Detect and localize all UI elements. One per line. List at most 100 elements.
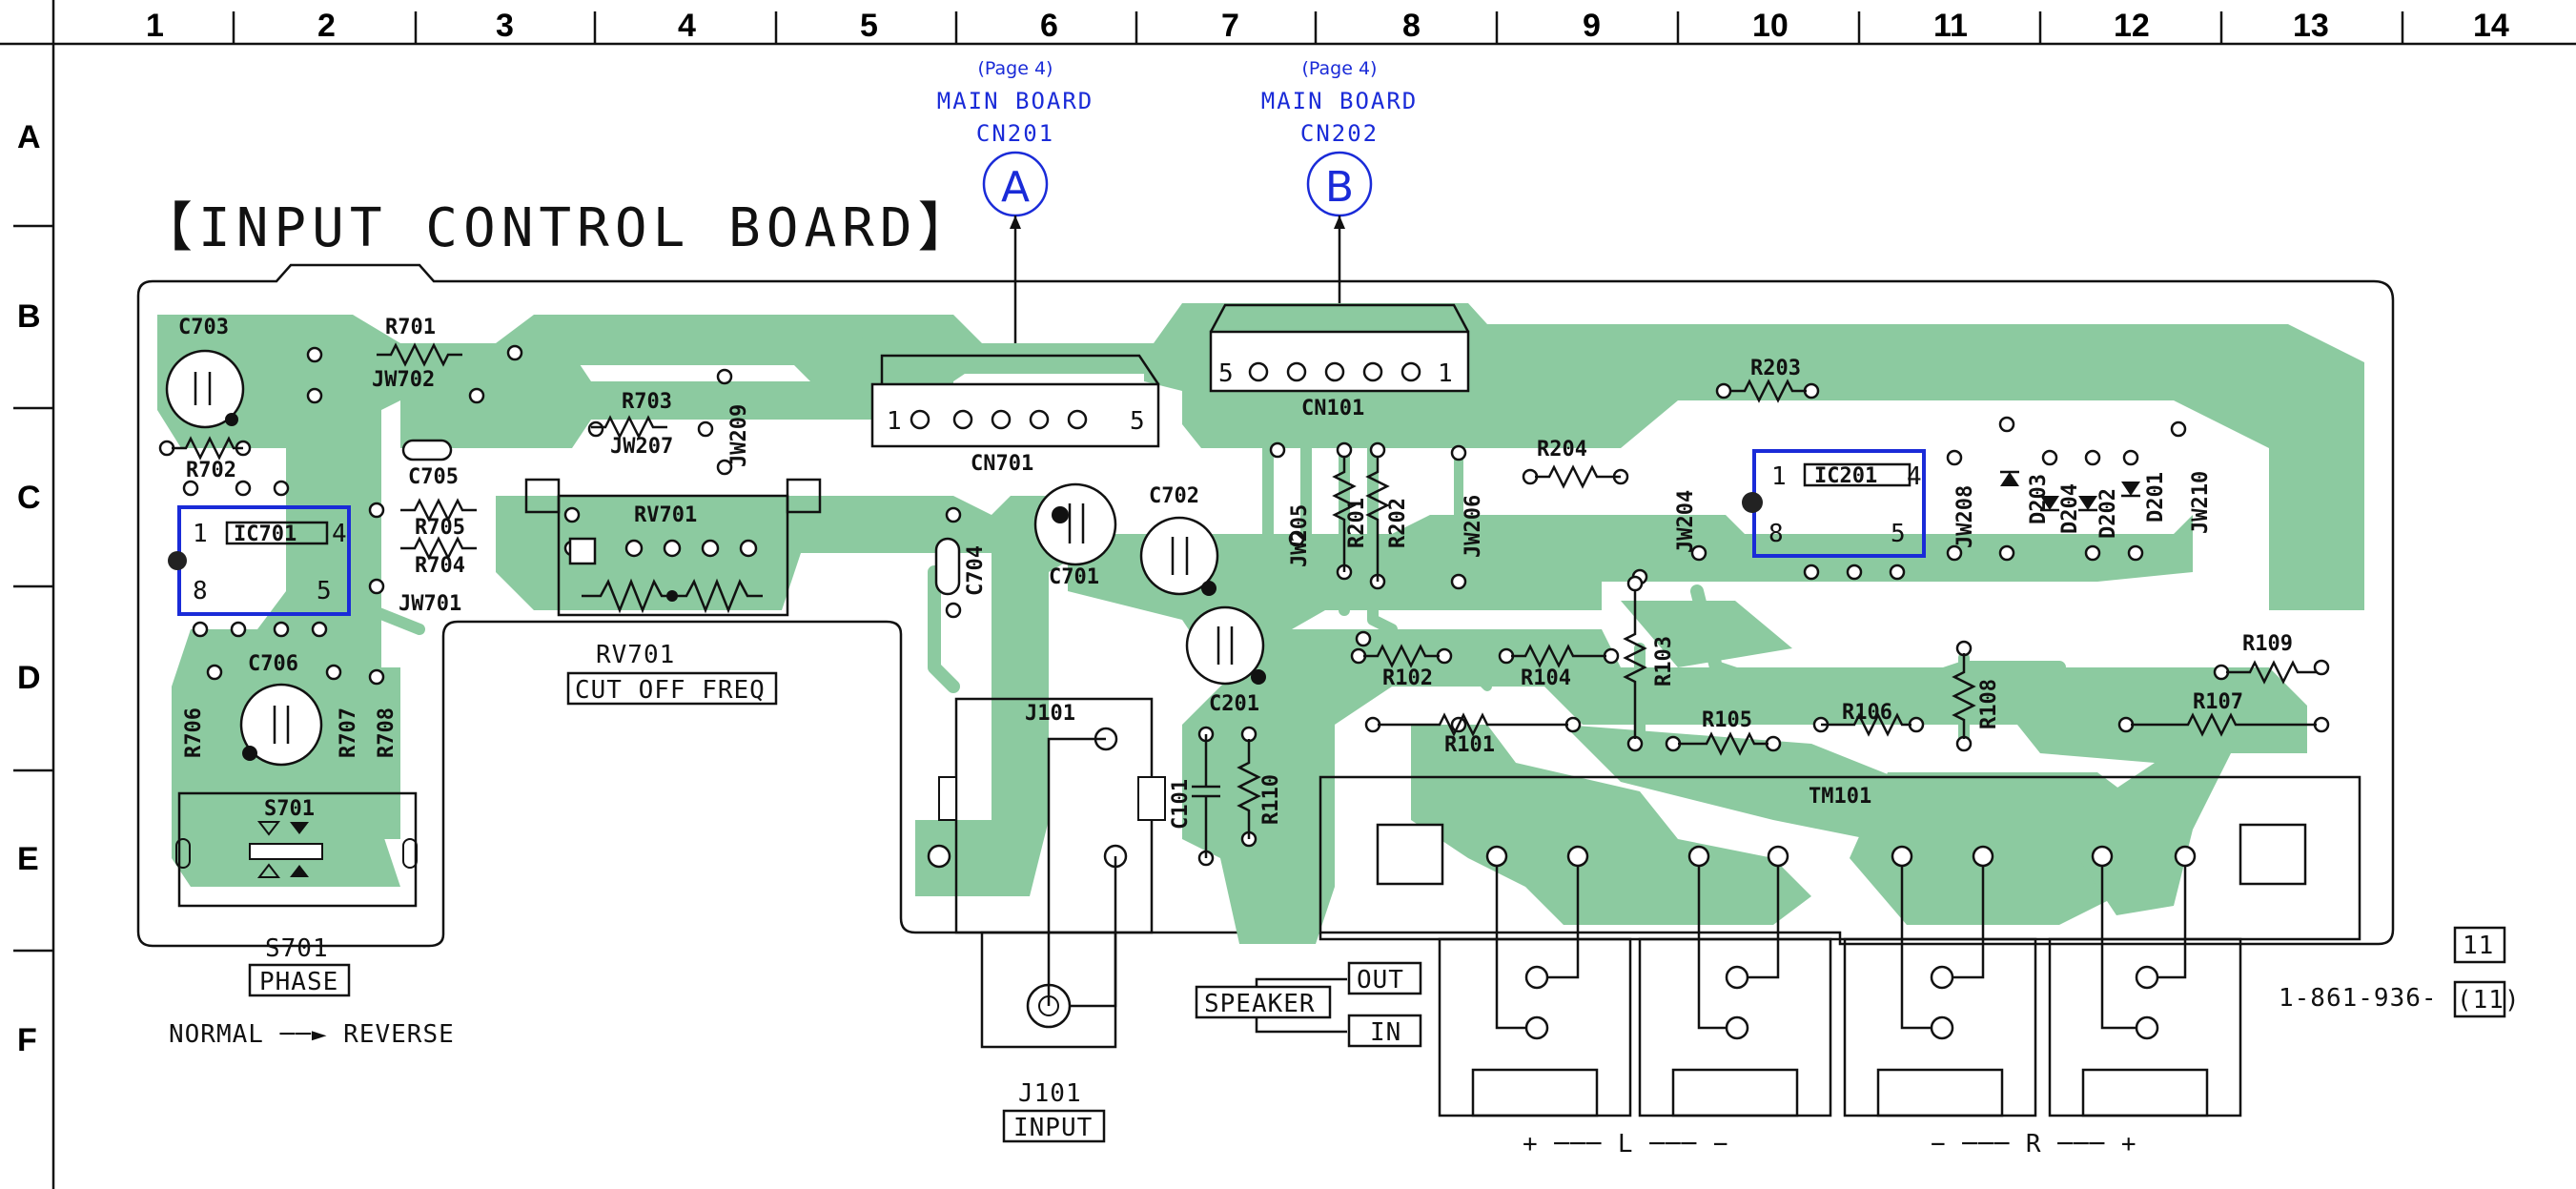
part-number: 1-861-936- [2279, 984, 2438, 1013]
polarity-left: + ─── L ─── − [1523, 1130, 1729, 1158]
connector-a-arrow [1010, 215, 1021, 229]
r108-label: R108 [1977, 679, 2001, 729]
speaker-legend: SPEAKER OUT IN [1195, 961, 1422, 1048]
cn701-pin-5: 5 [1130, 407, 1146, 436]
r704[interactable]: R704 [400, 536, 477, 578]
grid-col-13: 13 [2293, 8, 2329, 44]
r708-label: R708 [375, 707, 399, 758]
jw701-label: JW701 [399, 592, 461, 616]
s701[interactable]: S701 S701 PHASE NORMAL ──► REVERSE [169, 791, 455, 1049]
s701-modes: NORMAL ──► REVERSE [169, 1020, 455, 1049]
jw210-label: JW210 [2189, 471, 2213, 534]
c704[interactable]: C704 [934, 537, 988, 596]
r202[interactable]: R202 [1365, 458, 1410, 582]
grid-row-C: C [17, 480, 41, 516]
d202[interactable]: D202 [2078, 488, 2120, 539]
c702[interactable]: C702 [1139, 484, 1219, 596]
r105[interactable]: R105 [1678, 708, 1768, 756]
rv701-ref: RV701 [634, 503, 697, 527]
r105-label: R105 [1702, 708, 1752, 732]
r202-label: R202 [1386, 498, 1410, 548]
r701[interactable]: R701 [377, 316, 462, 367]
grid-col-10: 10 [1752, 8, 1789, 44]
tm101[interactable]: TM101 + ─── L ─── − − ─── R ─── + [1319, 775, 2361, 1158]
d201[interactable]: D201 [2121, 472, 2168, 523]
r110[interactable]: R110 [1237, 739, 1283, 839]
r705[interactable]: R705 [400, 498, 477, 540]
ic701-pin-5: 5 [317, 577, 333, 605]
cn101-pin-5: 5 [1218, 359, 1235, 388]
r107[interactable]: R107 [2131, 690, 2317, 737]
connector-b-arrow [1334, 215, 1345, 229]
r102[interactable]: R102 [1363, 644, 1440, 690]
r702[interactable]: R702 [172, 436, 243, 482]
ic201-pin-1: 1 [1771, 462, 1788, 491]
j101-function: INPUT [1013, 1114, 1093, 1142]
r109[interactable]: R109 [2226, 632, 2317, 685]
rv701-name: RV701 [596, 641, 675, 669]
ic701-pin1-marker [168, 551, 187, 570]
cn101-label: CN101 [1301, 397, 1364, 420]
c706-label: C706 [248, 652, 298, 676]
connector-a[interactable]: (Page 4) MAIN BOARD CN201 A [937, 58, 1094, 355]
ic201-pin-4: 4 [1907, 462, 1923, 491]
r103[interactable]: R103 [1623, 591, 1676, 739]
jw206-label: JW206 [1462, 495, 1485, 558]
r704-label: R704 [415, 554, 465, 578]
r201[interactable]: R201 [1332, 458, 1369, 572]
ic201-pin1-marker [1742, 492, 1763, 513]
c704-label: C704 [964, 545, 988, 596]
s701-function: PHASE [259, 968, 338, 996]
part-number-block: 1-861-936- 11 (11) [2279, 926, 2521, 1018]
connector-b[interactable]: (Page 4) MAIN BOARD CN202 B [1261, 58, 1419, 305]
grid-col-4: 4 [678, 8, 696, 44]
r707-label: R707 [337, 707, 360, 758]
copper-traces [157, 303, 2364, 944]
jw702-label: JW702 [372, 368, 435, 392]
c201-label: C201 [1209, 692, 1259, 716]
r108[interactable]: R108 [1952, 653, 2001, 739]
speaker-out-label: OUT [1357, 966, 1404, 994]
c705[interactable]: C705 [401, 439, 459, 489]
r203[interactable]: R203 [1730, 357, 1807, 403]
r104[interactable]: R104 [1511, 644, 1606, 690]
r103-label: R103 [1652, 636, 1676, 687]
connector-b-letter: B [1325, 163, 1354, 212]
c101-label: C101 [1169, 779, 1193, 830]
d204[interactable]: D204 [2040, 483, 2082, 534]
connector-a-board: MAIN BOARD [937, 88, 1094, 114]
r204[interactable]: R204 [1535, 438, 1621, 489]
c101[interactable]: C101 [1169, 734, 1220, 858]
c201[interactable]: C201 [1185, 605, 1266, 716]
jw209-label: JW209 [727, 404, 751, 467]
j101[interactable]: J101 J101 INPUT [938, 697, 1166, 1143]
jw205-label: JW205 [1288, 504, 1312, 567]
ic201[interactable]: IC201 1 4 8 5 [1742, 449, 1926, 558]
r705-label: R705 [415, 516, 465, 540]
c701[interactable]: C701 [1033, 482, 1117, 589]
ic701-pin-4: 4 [332, 520, 348, 548]
r702-label: R702 [186, 459, 236, 482]
cn101[interactable]: 5 1 CN101 [1209, 303, 1470, 420]
c703-label: C703 [178, 316, 229, 339]
r201-label: R201 [1345, 498, 1369, 548]
grid-row-E: E [17, 841, 39, 877]
cn701[interactable]: 1 5 CN701 [870, 354, 1160, 476]
c702-label: C702 [1149, 484, 1199, 508]
revision-bottom: (11) [2457, 986, 2521, 1015]
c706[interactable]: C706 [239, 652, 323, 767]
r703-label: R703 [622, 390, 672, 414]
r703[interactable]: R703 [591, 390, 672, 440]
cn701-pin-1: 1 [887, 407, 903, 436]
s701-ref: S701 [264, 797, 315, 821]
grid-row-D: D [17, 660, 41, 696]
r106[interactable]: R106 [1821, 701, 1912, 737]
c703[interactable]: C703 [165, 316, 245, 429]
ic701[interactable]: IC701 1 4 8 5 [168, 505, 351, 616]
r101[interactable]: R101 [1378, 712, 1568, 757]
j101-name: J101 [1018, 1079, 1082, 1108]
c701-label: C701 [1049, 565, 1099, 589]
grid-col-1: 1 [146, 8, 164, 44]
rv701[interactable]: RV701 RV701 CUT OFF FREQ [524, 478, 822, 706]
